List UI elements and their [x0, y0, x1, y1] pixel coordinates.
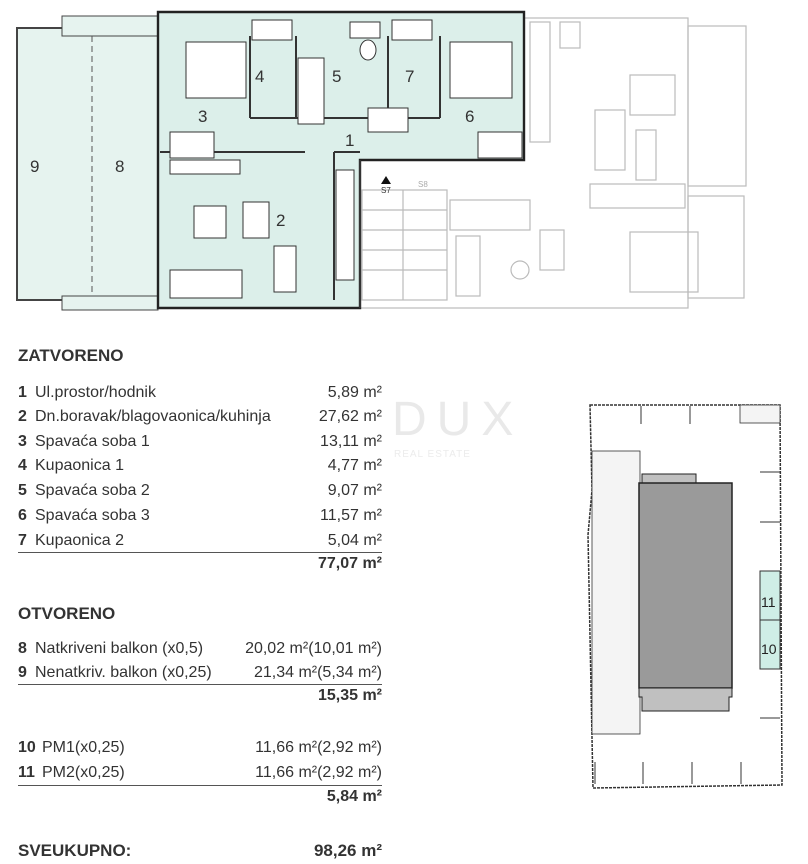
row-area: 27,62 m²: [318, 408, 382, 425]
table-row: 1 Ul.prostor/hodnik 5,89 m²: [18, 382, 382, 404]
watermark-logo: DUX: [392, 393, 524, 446]
building-bottom-cap: [638, 687, 733, 712]
row-number: 4: [18, 457, 27, 474]
site-plan: 11 10: [587, 404, 783, 789]
row-number: 11: [18, 764, 35, 781]
row-label: Nenatkriv. balkon (x0,25): [35, 664, 212, 681]
row-label: Dn.boravak/blagovaonica/kuhinja: [35, 408, 271, 425]
row-label: Kupaonica 1: [35, 457, 124, 474]
divider: [18, 684, 382, 685]
row-label: Spavaća soba 1: [35, 433, 150, 450]
stair-label-s8: S8: [418, 180, 428, 189]
table-row: 2 Dn.boravak/blagovaonica/kuhinja 27,62 m²: [18, 406, 382, 428]
table-row: 9 Nenatkriv. balkon (x0,25) 21,34 m²(5,34 …: [18, 662, 382, 684]
parking-space-10: [759, 619, 781, 670]
table-row: 3 Spavaća soba 1 13,11 m²: [18, 431, 382, 453]
room-label-5: 5: [332, 67, 341, 86]
row-area: 5,89 m²: [327, 384, 382, 401]
row-area: 20,02 m²(10,01 m²): [245, 640, 382, 657]
watermark-tagline: REAL ESTATE: [394, 449, 471, 460]
parking-label-11: 11: [761, 594, 776, 610]
room-label-1: 1: [345, 131, 354, 150]
room-label-9: 9: [30, 157, 39, 176]
divider: [18, 785, 382, 786]
row-area: 13,11 m²: [320, 433, 382, 450]
row-label: Spavaća soba 3: [35, 507, 150, 524]
grand-total-value: 98,26 m²: [313, 841, 382, 860]
furniture: [169, 19, 523, 299]
closed-heading: ZATVORENO: [18, 346, 124, 365]
room-label-4: 4: [255, 67, 264, 86]
table-row: 8 Natkriveni balkon (x0,5) 20,02 m²(10,01 …: [18, 638, 382, 660]
row-area: 21,34 m²(5,34 m²): [253, 664, 382, 681]
stair-label-s7: S7: [381, 186, 391, 195]
row-area: 5,04 m²: [327, 532, 382, 549]
stair-arrow-icon: [381, 176, 391, 184]
building: [638, 482, 733, 689]
parking-total: 5,84 m²: [326, 788, 382, 805]
table-row: 11 PM2(x0,25) 11,66 m²(2,92 m²): [18, 762, 382, 784]
parking-ticks: [594, 406, 780, 784]
room-label-6: 6: [465, 107, 474, 126]
row-number: 5: [18, 482, 27, 499]
row-area: 4,77 m²: [327, 457, 382, 474]
row-label: Spavaća soba 2: [35, 482, 150, 499]
room-label-2: 2: [276, 211, 285, 230]
balcony-area: [16, 27, 159, 301]
row-area: 9,07 m²: [327, 482, 382, 499]
table-row: 5 Spavaća soba 2 9,07 m²: [18, 480, 382, 502]
row-number: 9: [18, 664, 27, 681]
row-number: 2: [18, 408, 27, 425]
row-area: 11,66 m²(2,92 m²): [255, 764, 382, 781]
table-row: 10 PM1(x0,25) 11,66 m²(2,92 m²): [18, 737, 382, 759]
table-row: 6 Spavaća soba 3 11,57 m²: [18, 505, 382, 527]
row-number: 8: [18, 640, 27, 657]
row-label: Natkriveni balkon (x0,5): [35, 640, 204, 657]
corner-patch: [739, 404, 781, 424]
table-row: 4 Kupaonica 1 4,77 m²: [18, 455, 382, 477]
room-label-7: 7: [405, 67, 414, 86]
parking-label-10: 10: [761, 641, 777, 657]
row-area: 11,66 m²(2,92 m²): [255, 739, 382, 756]
closed-total: 77,07 m²: [317, 555, 382, 572]
open-heading: OTVORENO: [18, 604, 116, 623]
row-number: 1: [18, 384, 27, 401]
table-row: 7 Kupaonica 2 5,04 m²: [18, 530, 382, 552]
row-label: Ul.prostor/hodnik: [35, 384, 156, 401]
grand-total-label: SVEUKUPNO:: [18, 841, 132, 860]
row-area: 11,57 m²: [320, 507, 382, 524]
divider: [18, 552, 382, 553]
row-number: 7: [18, 532, 27, 549]
row-number: 10: [18, 739, 36, 756]
balcony-bottom-ledge: [61, 295, 159, 311]
room-label-3: 3: [198, 107, 207, 126]
room-label-8: 8: [115, 157, 124, 176]
open-total: 15,35 m²: [317, 687, 382, 704]
floor-plan: 1 2 3 4 5 6 7 8 9 S7 S8: [16, 10, 747, 311]
row-label: PM2(x0,25): [42, 764, 125, 781]
row-number: 3: [18, 433, 27, 450]
balcony-top-ledge: [61, 15, 159, 37]
row-number: 6: [18, 507, 27, 524]
row-label: Kupaonica 2: [35, 532, 124, 549]
green-strip: [591, 450, 641, 735]
room-labels: 1 2 3 4 5 6 7 8 9: [30, 67, 474, 230]
row-label: PM1(x0,25): [42, 739, 125, 756]
